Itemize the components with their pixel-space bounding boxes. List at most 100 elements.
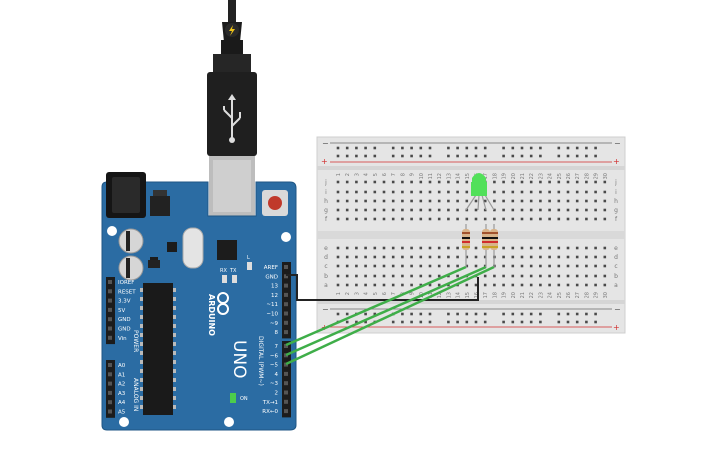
breadboard-hole[interactable]	[419, 312, 423, 316]
breadboard-hole[interactable]	[511, 146, 515, 150]
breadboard-hole[interactable]	[437, 199, 441, 203]
breadboard-hole[interactable]	[345, 199, 349, 203]
breadboard-hole[interactable]	[465, 320, 469, 324]
breadboard-hole[interactable]	[336, 274, 340, 278]
breadboard-hole[interactable]	[529, 274, 533, 278]
breadboard-hole[interactable]	[539, 208, 542, 212]
breadboard-hole[interactable]	[447, 190, 450, 194]
breadboard-hole[interactable]	[428, 146, 432, 150]
breadboard-hole[interactable]	[364, 154, 367, 158]
breadboard-hole[interactable]	[345, 283, 349, 287]
header-pin[interactable]	[284, 302, 288, 307]
breadboard-hole[interactable]	[373, 208, 377, 212]
wires[interactable]	[285, 265, 495, 366]
breadboard-hole[interactable]	[355, 154, 358, 158]
breadboard-hole[interactable]	[474, 320, 478, 324]
breadboard-hole[interactable]	[465, 146, 469, 150]
breadboard-hole[interactable]	[502, 217, 505, 221]
breadboard-hole[interactable]	[456, 208, 459, 212]
breadboard-hole[interactable]	[373, 190, 377, 194]
breadboard-hole[interactable]	[493, 180, 496, 184]
breadboard-hole[interactable]	[428, 264, 432, 268]
breadboard-holes[interactable]	[336, 146, 607, 324]
breadboard-hole[interactable]	[410, 154, 413, 158]
breadboard-hole[interactable]	[585, 274, 588, 278]
breadboard-hole[interactable]	[566, 274, 570, 278]
breadboard-hole[interactable]	[410, 180, 413, 184]
breadboard-hole[interactable]	[336, 146, 340, 150]
breadboard-hole[interactable]	[520, 255, 524, 259]
breadboard-hole[interactable]	[336, 208, 340, 212]
breadboard-hole[interactable]	[401, 190, 404, 194]
breadboard-hole[interactable]	[520, 208, 524, 212]
breadboard-hole[interactable]	[548, 283, 551, 287]
breadboard-hole[interactable]	[447, 283, 450, 287]
breadboard-hole[interactable]	[520, 312, 524, 316]
breadboard-hole[interactable]	[557, 320, 561, 324]
breadboard-hole[interactable]	[401, 283, 404, 287]
breadboard-hole[interactable]	[345, 312, 349, 316]
breadboard-hole[interactable]	[566, 208, 570, 212]
breadboard-hole[interactable]	[557, 154, 561, 158]
breadboard-hole[interactable]	[511, 320, 515, 324]
breadboard-hole[interactable]	[410, 199, 413, 203]
breadboard-hole[interactable]	[529, 312, 533, 316]
breadboard-hole[interactable]	[511, 283, 515, 287]
breadboard-hole[interactable]	[364, 208, 367, 212]
breadboard-hole[interactable]	[520, 190, 524, 194]
breadboard-hole[interactable]	[373, 274, 377, 278]
breadboard-hole[interactable]	[428, 180, 432, 184]
breadboard-hole[interactable]	[575, 180, 579, 184]
breadboard-hole[interactable]	[456, 246, 459, 250]
breadboard-hole[interactable]	[575, 320, 579, 324]
breadboard-hole[interactable]	[474, 255, 478, 259]
breadboard-hole[interactable]	[603, 274, 607, 278]
breadboard-hole[interactable]	[575, 208, 579, 212]
breadboard-hole[interactable]	[465, 208, 469, 212]
breadboard-hole[interactable]	[447, 246, 450, 250]
breadboard-hole[interactable]	[502, 320, 505, 324]
breadboard-hole[interactable]	[401, 180, 404, 184]
breadboard-hole[interactable]	[382, 255, 386, 259]
breadboard-hole[interactable]	[336, 199, 340, 203]
breadboard-hole[interactable]	[557, 199, 561, 203]
resistor-1[interactable]	[462, 224, 470, 267]
breadboard-hole[interactable]	[355, 208, 358, 212]
breadboard-hole[interactable]	[382, 264, 386, 268]
breadboard-hole[interactable]	[345, 264, 349, 268]
breadboard-hole[interactable]	[355, 264, 358, 268]
breadboard-hole[interactable]	[447, 199, 450, 203]
breadboard-hole[interactable]	[548, 199, 551, 203]
breadboard-hole[interactable]	[566, 246, 570, 250]
breadboard-hole[interactable]	[548, 274, 551, 278]
header-pin[interactable]	[284, 409, 288, 414]
breadboard-hole[interactable]	[391, 180, 395, 184]
header-pin[interactable]	[284, 371, 288, 376]
breadboard-hole[interactable]	[428, 190, 432, 194]
breadboard-hole[interactable]	[594, 180, 597, 184]
breadboard-hole[interactable]	[391, 274, 395, 278]
breadboard-hole[interactable]	[557, 283, 561, 287]
reset-button-cap[interactable]	[268, 196, 282, 210]
breadboard-hole[interactable]	[336, 190, 340, 194]
breadboard-hole[interactable]	[502, 208, 505, 212]
breadboard-hole[interactable]	[345, 274, 349, 278]
breadboard-hole[interactable]	[502, 255, 505, 259]
breadboard-hole[interactable]	[575, 154, 579, 158]
breadboard-hole[interactable]	[437, 217, 441, 221]
breadboard-hole[interactable]	[419, 283, 423, 287]
breadboard-hole[interactable]	[575, 283, 579, 287]
breadboard-hole[interactable]	[410, 217, 413, 221]
breadboard-hole[interactable]	[539, 312, 542, 316]
breadboard-hole[interactable]	[539, 154, 542, 158]
breadboard-hole[interactable]	[437, 255, 441, 259]
breadboard-hole[interactable]	[336, 154, 340, 158]
breadboard-hole[interactable]	[373, 180, 377, 184]
breadboard-hole[interactable]	[401, 246, 404, 250]
breadboard-hole[interactable]	[502, 154, 505, 158]
breadboard-hole[interactable]	[520, 146, 524, 150]
breadboard-hole[interactable]	[474, 312, 478, 316]
breadboard-hole[interactable]	[603, 180, 607, 184]
breadboard-hole[interactable]	[345, 255, 349, 259]
